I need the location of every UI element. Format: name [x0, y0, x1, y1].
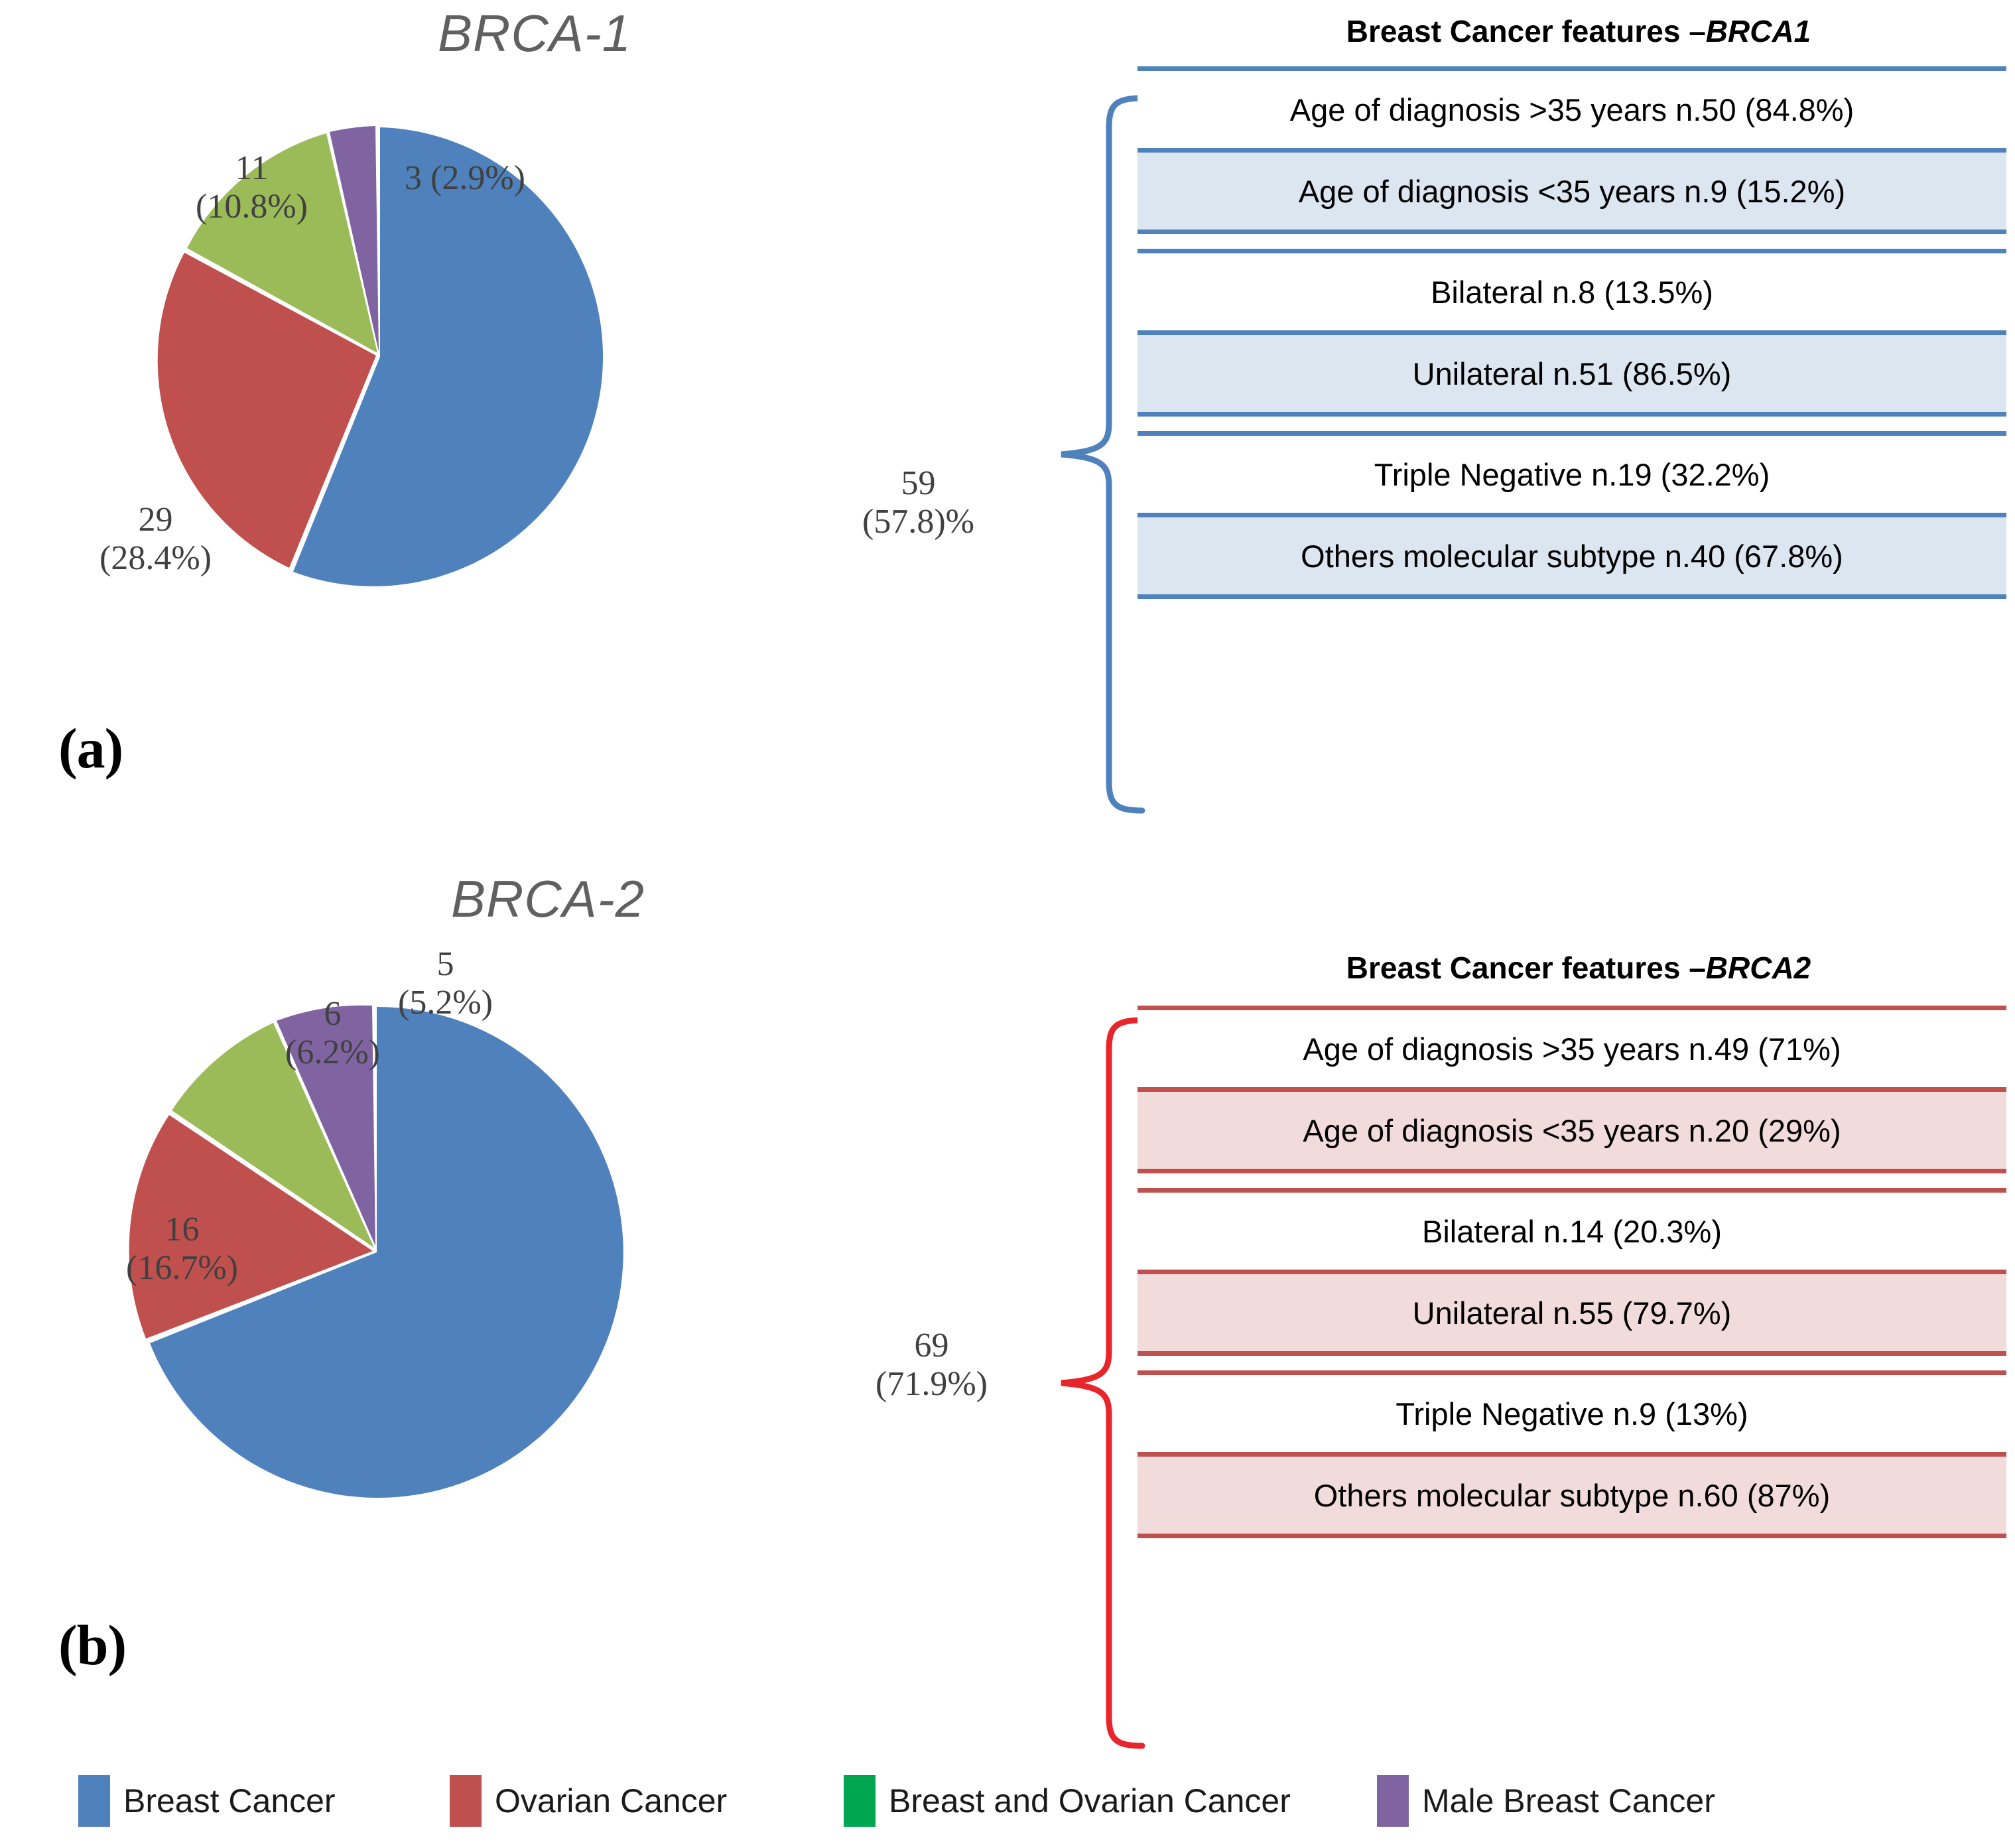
feature-group-laterality: Bilateral n.14 (20.3%) Unilateral n.55 (…: [1138, 1188, 2006, 1356]
table-row: Age of diagnosis >35 years n.50 (84.8%): [1138, 66, 2006, 153]
legend-swatch-icon: [1377, 1775, 1409, 1827]
legend-swatch-icon: [450, 1775, 482, 1827]
pie-label-breast-cancer-a: 59 (57.8)%: [862, 464, 974, 541]
table-row: Age of diagnosis >35 years n.49 (71%): [1138, 1006, 2006, 1092]
table-row: Triple Negative n.9 (13%): [1138, 1370, 2006, 1457]
feature-group-laterality: Bilateral n.8 (13.5%) Unilateral n.51 (8…: [1138, 249, 2006, 417]
curly-brace-icon-brca2: [1055, 1015, 1147, 1751]
features-table-brca1: Breast Cancer features –BRCA1 Age of dia…: [1138, 13, 2006, 614]
curly-brace-svg: [1061, 1017, 1145, 1749]
table-row: Bilateral n.14 (20.3%): [1138, 1188, 2006, 1274]
pie-label-male-breast-cancer-b: 5 (5.2%): [398, 945, 493, 1022]
pie-chart-brca2-svg: [129, 1005, 623, 1498]
table-row: Triple Negative n.19 (32.2%): [1138, 431, 2006, 517]
pie-label-pct: (5.2%): [398, 984, 493, 1022]
pie-label-pct: (10.8%): [196, 188, 308, 226]
table-row: Age of diagnosis <35 years n.9 (15.2%): [1138, 148, 2006, 234]
pie-chart-brca1-svg: [157, 126, 604, 586]
legend-label: Ovarian Cancer: [495, 1782, 728, 1819]
pie-label-breast-and-ovarian-cancer-a: 11 (10.8%): [196, 149, 308, 226]
pie-label-breast-cancer-b: 69 (71.9%): [876, 1327, 988, 1404]
legend-item-ovarian-cancer: Ovarian Cancer: [450, 1775, 727, 1827]
chart-legend: Breast Cancer Ovarian Cancer Breast and …: [0, 1770, 2015, 1843]
pie-slice-breast-and-ovarian-cancer: [187, 133, 377, 353]
pie-label-ovarian-cancer-b: 16 (16.7%): [126, 1211, 238, 1287]
pie-chart-title-brca1: BRCA-1: [438, 4, 632, 62]
pie-label-male-breast-cancer-a: 3 (2.9%): [405, 159, 525, 198]
table-row: Unilateral n.51 (86.5%): [1138, 330, 2006, 417]
legend-swatch-icon: [844, 1775, 876, 1827]
pie-label-count: 6: [324, 995, 342, 1033]
legend-item-male-breast-cancer: Male Breast Cancer: [1377, 1775, 1715, 1827]
features-title-brca1: Breast Cancer features –BRCA1: [1151, 13, 2006, 49]
legend-swatch-icon: [78, 1775, 110, 1827]
pie-label-ovarian-cancer-a: 29 (28.4%): [99, 501, 212, 578]
table-row: Others molecular subtype n.60 (87%): [1138, 1452, 2006, 1538]
pie-slice-ovarian-cancer: [129, 1115, 373, 1339]
pie-slice-ovarian-cancer: [157, 253, 376, 568]
pie-label-count: 16: [164, 1211, 200, 1248]
pie-slice-male-breast-cancer: [330, 126, 379, 352]
features-title-gene: BRCA2: [1705, 951, 1811, 985]
pie-label-pct: (57.8)%: [862, 503, 974, 541]
pie-chart-brca1: [119, 93, 637, 617]
pie-slice-breast-cancer: [150, 1006, 623, 1498]
pie-chart-title-brca2: BRCA-2: [451, 870, 645, 928]
curly-brace-svg: [1061, 95, 1145, 814]
legend-item-breast-cancer: Breast Cancer: [78, 1775, 336, 1827]
pie-label-pct: (28.4%): [99, 539, 212, 578]
pie-label-count: 11: [235, 149, 269, 187]
pie-label-count: 5: [436, 945, 454, 983]
feature-group-age: Age of diagnosis >35 years n.50 (84.8%) …: [1138, 66, 2006, 234]
table-row: Others molecular subtype n.40 (67.8%): [1138, 513, 2006, 599]
features-table-brca2: Breast Cancer features –BRCA2 Age of dia…: [1138, 950, 2006, 1553]
feature-group-subtype: Triple Negative n.9 (13%) Others molecul…: [1138, 1370, 2006, 1538]
pie-label-count: 3 (2.9%): [405, 159, 525, 197]
legend-label: Breast and Ovarian Cancer: [889, 1782, 1291, 1819]
pie-slice-breast-and-ovarian-cancer: [172, 1023, 374, 1248]
pie-label-breast-and-ovarian-cancer-b: 6 (6.2%): [285, 995, 380, 1072]
features-title-gene: BRCA1: [1705, 14, 1811, 48]
pie-slice-breast-cancer: [293, 127, 604, 586]
pie-chart-brca2: [99, 975, 650, 1526]
pie-label-count: 69: [914, 1327, 949, 1364]
features-title-brca2: Breast Cancer features –BRCA2: [1151, 950, 2006, 986]
pie-label-pct: (6.2%): [285, 1033, 380, 1072]
panel-label-b: (b): [58, 1613, 127, 1677]
panel-label-a: (a): [58, 716, 123, 780]
panel-a: BRCA-1 11 (10.8%) 3 (2.9%) 59 (57.8)% 29…: [0, 0, 2015, 856]
features-title-prefix: Breast Cancer features –: [1346, 14, 1706, 48]
curly-brace-icon-brca1: [1055, 93, 1147, 816]
table-row: Bilateral n.8 (13.5%): [1138, 249, 2006, 335]
pie-label-pct: (16.7%): [126, 1249, 238, 1287]
legend-label: Male Breast Cancer: [1422, 1782, 1715, 1819]
legend-label: Breast Cancer: [123, 1782, 336, 1819]
pie-slice-male-breast-cancer: [277, 1005, 375, 1246]
feature-group-subtype: Triple Negative n.19 (32.2%) Others mole…: [1138, 431, 2006, 599]
pie-label-pct: (71.9%): [876, 1365, 988, 1404]
table-row: Unilateral n.55 (79.7%): [1138, 1270, 2006, 1356]
feature-group-age: Age of diagnosis >35 years n.49 (71%) Ag…: [1138, 1006, 2006, 1173]
features-title-prefix: Breast Cancer features –: [1346, 951, 1706, 985]
legend-item-breast-and-ovarian-cancer: Breast and Ovarian Cancer: [844, 1775, 1291, 1827]
pie-label-count: 59: [901, 464, 936, 502]
pie-label-count: 29: [138, 501, 173, 539]
table-row: Age of diagnosis <35 years n.20 (29%): [1138, 1087, 2006, 1173]
